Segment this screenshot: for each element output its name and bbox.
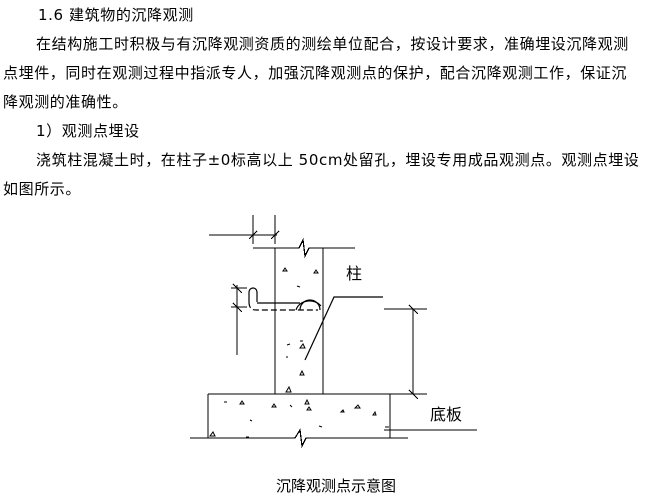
paragraph-2-line-2: 如图所示。	[3, 180, 82, 198]
figure-caption: 沉降观测点示意图	[276, 477, 397, 495]
base-slab	[190, 393, 427, 449]
section-heading: 1.6 建筑物的沉降观测	[38, 6, 194, 24]
top-dimension	[209, 215, 280, 244]
slab-label: 底板	[430, 405, 463, 424]
column-label: 柱	[346, 264, 363, 283]
paragraph-1-line-2: 点埋件，同时在观测过程中指派专人，加强沉降观测点的保护，配合沉降观测工作，保证沉	[3, 64, 628, 82]
paragraph-1-line-3: 降观测的准确性。	[3, 93, 128, 111]
paragraph-2-line-1: 浇筑柱混凝土时，在柱子±0标高以上 50cm处留孔，埋设专用成品观测点。观测点埋…	[36, 151, 640, 169]
subheading: 1）观测点埋设	[36, 122, 140, 140]
left-dimension	[231, 283, 247, 355]
right-dimension	[384, 304, 427, 400]
paragraph-1-line-1: 在结构施工时积极与有沉降观测资质的测绘单位配合，按设计要求，准确埋设沉降观测	[36, 35, 629, 53]
column-break-line	[253, 237, 355, 259]
aggregate-marks	[209, 267, 389, 438]
column-leader	[304, 296, 383, 361]
observation-point	[248, 287, 322, 311]
